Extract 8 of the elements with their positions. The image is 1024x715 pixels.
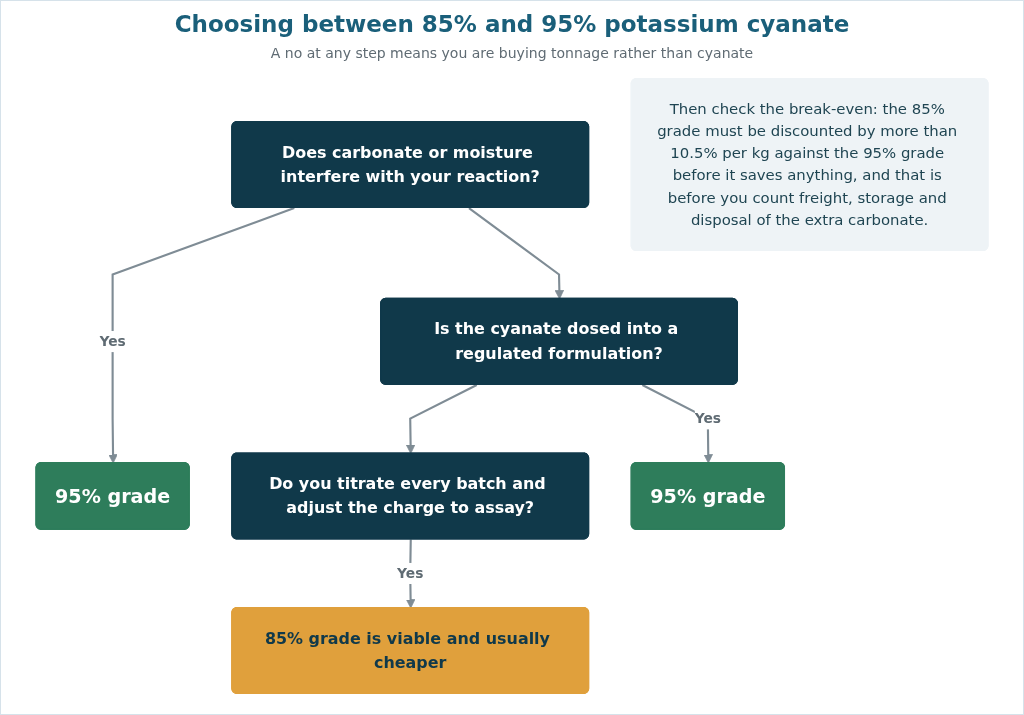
arrow: [405, 384, 478, 454]
edge-label: Yes: [694, 410, 721, 427]
edge-label: Yes: [99, 333, 126, 350]
title: Choosing between 85% and 95% potassium cyanate: [174, 11, 850, 37]
arrow: [108, 207, 295, 464]
subtitle: A no at any step means you are buying tonnage rather than cyanate: [270, 45, 754, 61]
edge-label: Yes: [397, 564, 424, 581]
arrow: [468, 207, 565, 300]
